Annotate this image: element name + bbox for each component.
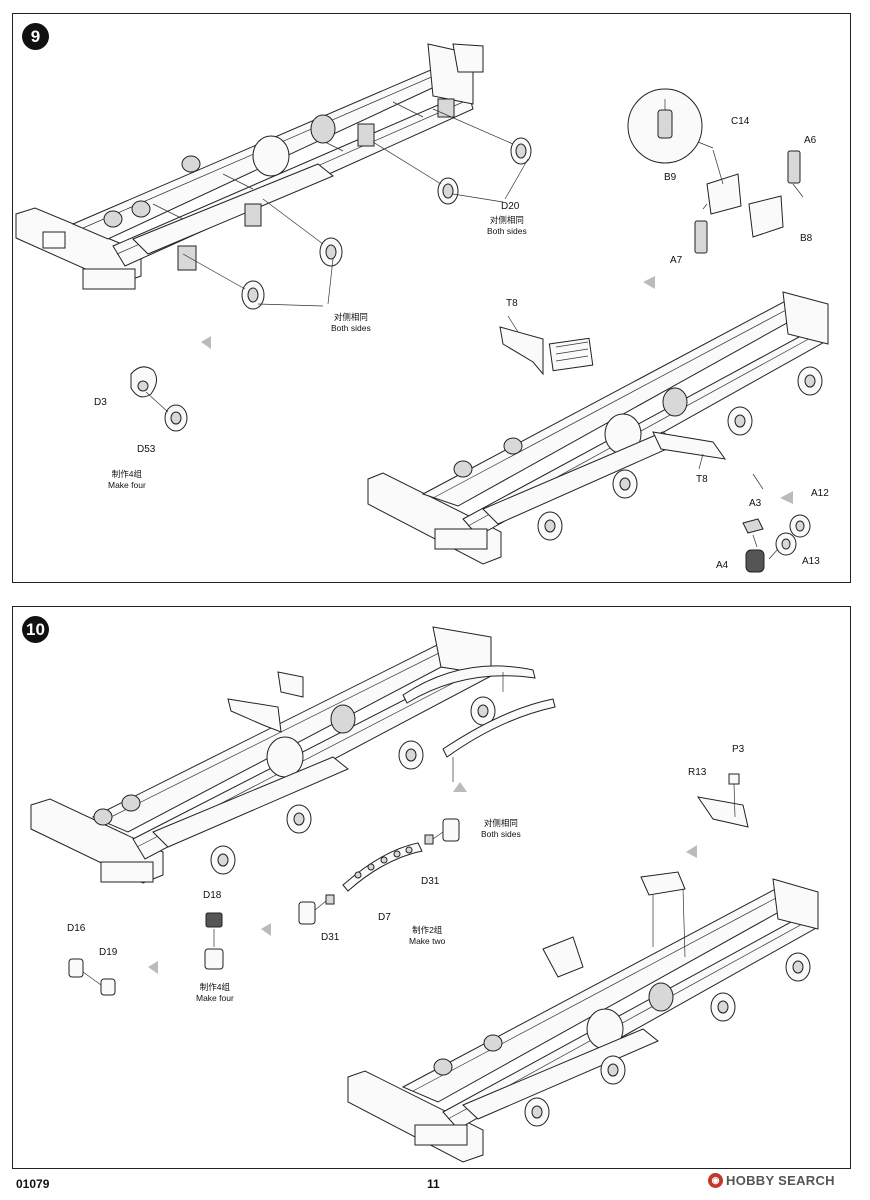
product-code: 01079 (16, 1177, 50, 1191)
label-d31-right: D31 (421, 876, 440, 887)
label-b8: B8 (800, 233, 813, 244)
watermark-text: HOBBY SEARCH (726, 1173, 835, 1188)
direction-arrow (643, 276, 655, 289)
d18-part (204, 912, 224, 970)
note-make-four: 制作4组 Make four (196, 982, 234, 1004)
step-9-illustration (15, 43, 829, 573)
note-en: Both sides (331, 323, 371, 333)
mirror-parts (694, 149, 804, 254)
d7-spring-assembly (298, 818, 460, 925)
label-t8-bottom: T8 (696, 474, 708, 485)
note-d20-both-sides: 对侧相同 Both sides (487, 215, 527, 237)
note-cn: 制作4组 (199, 982, 231, 992)
direction-arrow (148, 961, 158, 974)
note-cn: 制作2组 (412, 925, 443, 935)
chassis-frame-bottom (367, 291, 829, 565)
note-make-four: 制作4组 Make four (108, 469, 146, 491)
label-d7: D7 (378, 912, 391, 923)
chassis-frame-top (30, 626, 556, 884)
step-number-9: 9 (22, 23, 49, 50)
d16-d19-parts (68, 958, 116, 996)
note-en: Both sides (487, 226, 527, 236)
note-cn: 对侧相同 (333, 312, 368, 322)
note-both-sides: 对侧相同 Both sides (481, 818, 521, 840)
label-d53: D53 (137, 444, 156, 455)
step-10-panel: 10 (12, 606, 851, 1169)
label-d19: D19 (99, 947, 118, 958)
label-t8-top: T8 (506, 298, 518, 309)
label-a6: A6 (804, 135, 817, 146)
label-d16: D16 (67, 923, 86, 934)
step-number-10: 10 (22, 616, 49, 643)
watermark-logo-icon: ◉ (708, 1173, 723, 1188)
label-d18: D18 (203, 890, 222, 901)
label-a13: A13 (802, 556, 820, 567)
d3-d53-assembly (130, 366, 188, 432)
direction-arrow (686, 845, 697, 858)
direction-arrow (453, 782, 467, 792)
label-p3: P3 (732, 744, 745, 755)
direction-arrow (261, 923, 271, 936)
a-parts-cluster (742, 473, 811, 573)
chassis-frame-top (15, 43, 484, 290)
direction-arrow (201, 336, 211, 349)
note-cn: 对侧相同 (489, 215, 524, 225)
note-en: Make two (409, 936, 446, 946)
note-wheels-both-sides: 对侧相同 Both sides (331, 312, 371, 334)
chassis-frame-bottom (347, 871, 819, 1163)
r13-p3-parts (696, 773, 749, 828)
label-r13: R13 (688, 767, 707, 778)
label-d20: D20 (501, 201, 520, 212)
c14-detail-bubble (627, 88, 714, 164)
note-make-two: 制作2组 Make two (409, 925, 445, 947)
note-en: Make four (108, 480, 146, 490)
note-cn: 制作4组 (111, 469, 143, 479)
page-number: 11 (427, 1177, 440, 1191)
step-10-illustration (30, 626, 819, 1163)
note-en: Make four (196, 993, 234, 1003)
label-a4: A4 (716, 560, 729, 571)
direction-arrow (780, 491, 793, 504)
note-cn: 对侧相同 (483, 818, 518, 828)
label-c14: C14 (731, 116, 750, 127)
label-a3: A3 (749, 498, 762, 509)
hub-assemblies-top (182, 108, 532, 310)
label-b9: B9 (664, 172, 677, 183)
label-d31-left: D31 (321, 932, 340, 943)
note-en: Both sides (481, 829, 521, 839)
step-9-panel: 9 (12, 13, 851, 583)
watermark: ◉ HOBBY SEARCH (708, 1173, 835, 1188)
label-a7: A7 (670, 255, 683, 266)
label-d3: D3 (94, 397, 107, 408)
label-a12: A12 (811, 488, 829, 499)
